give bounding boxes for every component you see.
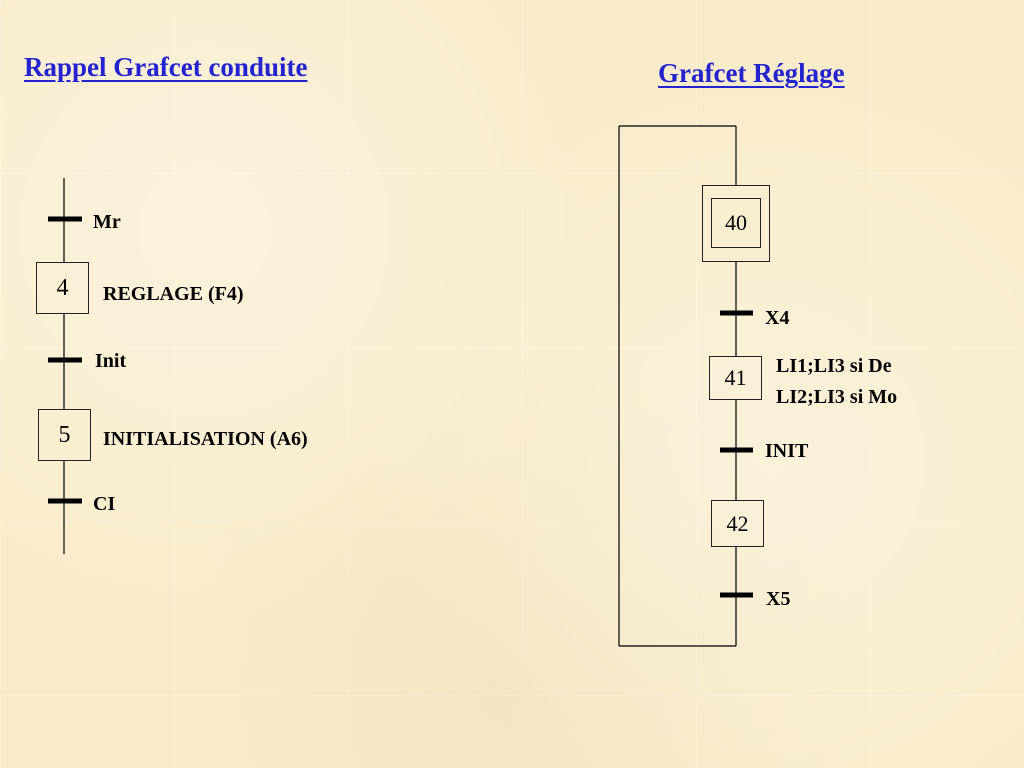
step-42-number: 42 (726, 510, 749, 536)
transition-label-ci: CI (93, 493, 116, 515)
step-42: 42 (711, 500, 764, 547)
step-41-number: 41 (724, 365, 747, 390)
initial-step-40: 40 (711, 198, 761, 248)
step-5-action: INITIALISATION (A6) (103, 428, 308, 450)
step-41-action-line-1: LI1;LI3 si De (776, 355, 892, 377)
step-5: 5 (38, 409, 91, 461)
transition-label-init-right: INIT (765, 440, 809, 462)
step-4-number: 4 (56, 274, 69, 301)
step-41: 41 (709, 356, 762, 400)
step-4-action: REGLAGE (F4) (103, 283, 244, 305)
step-41-action-line-2: LI2;LI3 si Mo (776, 386, 898, 408)
step-40-number: 40 (725, 210, 747, 235)
step-4: 4 (36, 262, 89, 314)
transition-label-x5: X5 (766, 588, 791, 610)
step-41-action: LI1;LI3 si De LI2;LI3 si Mo (776, 351, 897, 413)
transition-label-x4: X4 (765, 307, 790, 329)
initial-step-40-outer (702, 185, 770, 262)
right-diagram-title: Grafcet Réglage (658, 58, 845, 88)
transition-label-init: Init (95, 350, 127, 372)
left-diagram-title: Rappel Grafcet conduite (24, 52, 308, 82)
transition-label-mr: Mr (93, 211, 121, 233)
step-5-number: 5 (58, 421, 71, 448)
